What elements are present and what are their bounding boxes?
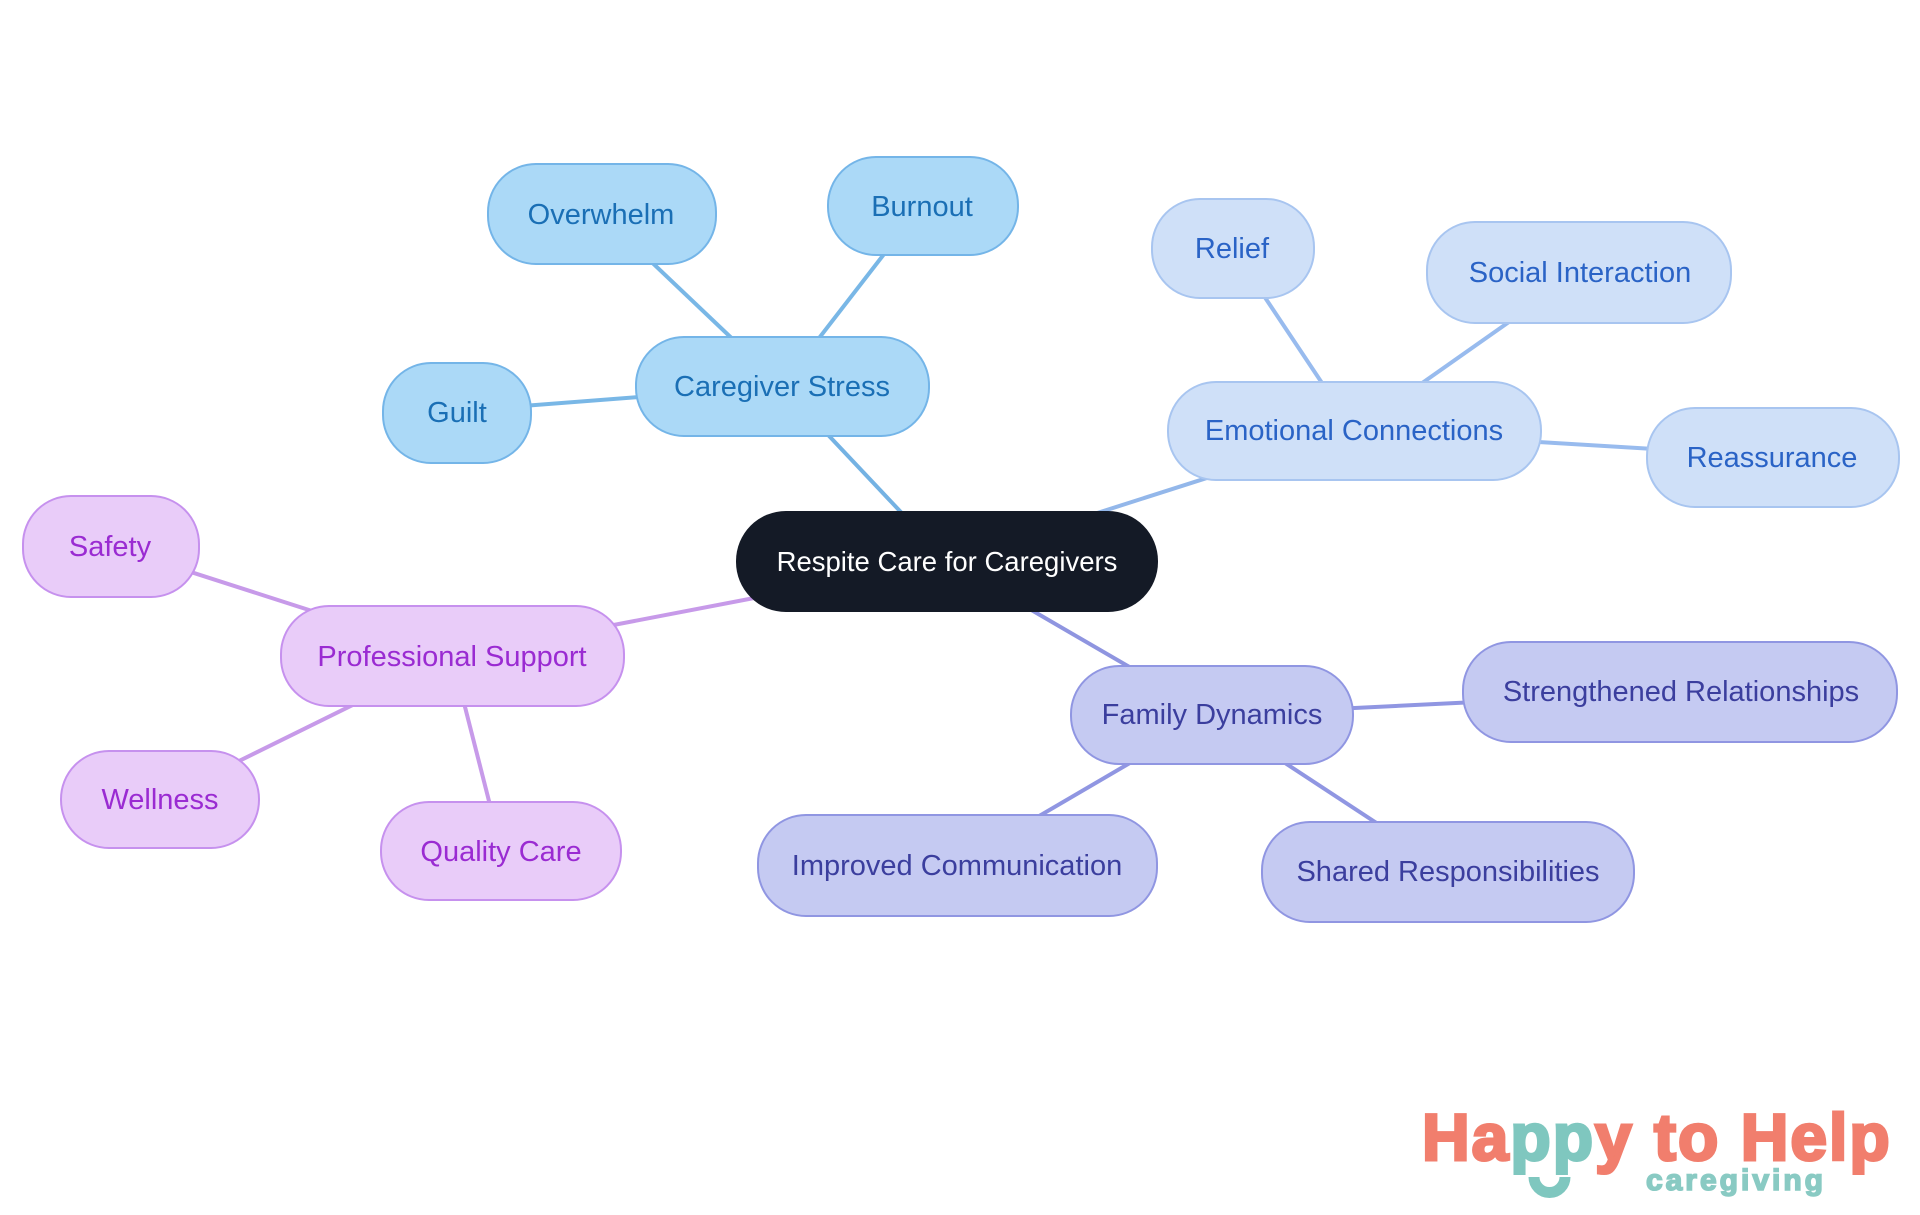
svg-text:Relief: Relief — [1195, 233, 1270, 265]
svg-text:Professional Support: Professional Support — [317, 641, 586, 673]
svg-text:Emotional Connections: Emotional Connections — [1205, 415, 1503, 447]
svg-text:Overwhelm: Overwhelm — [528, 199, 675, 231]
svg-text:Shared Responsibilities: Shared Responsibilities — [1296, 856, 1599, 888]
svg-text:Respite Care for Caregivers: Respite Care for Caregivers — [777, 546, 1118, 577]
svg-text:Reassurance: Reassurance — [1687, 442, 1858, 474]
svg-text:Caregiver Stress: Caregiver Stress — [674, 371, 890, 403]
svg-text:Burnout: Burnout — [871, 191, 973, 223]
svg-text:Improved Communication: Improved Communication — [792, 850, 1122, 882]
svg-text:Wellness: Wellness — [101, 784, 218, 816]
svg-text:Strengthened Relationships: Strengthened Relationships — [1503, 676, 1859, 708]
svg-text:Quality Care: Quality Care — [420, 836, 581, 868]
svg-text:Guilt: Guilt — [427, 397, 487, 429]
svg-text:Happy to Help: Happy to Help — [1422, 1100, 1892, 1174]
svg-text:Social Interaction: Social Interaction — [1469, 257, 1691, 289]
svg-text:caregiving: caregiving — [1646, 1164, 1826, 1197]
svg-text:Family Dynamics: Family Dynamics — [1102, 699, 1323, 731]
svg-text:Safety: Safety — [69, 531, 152, 563]
